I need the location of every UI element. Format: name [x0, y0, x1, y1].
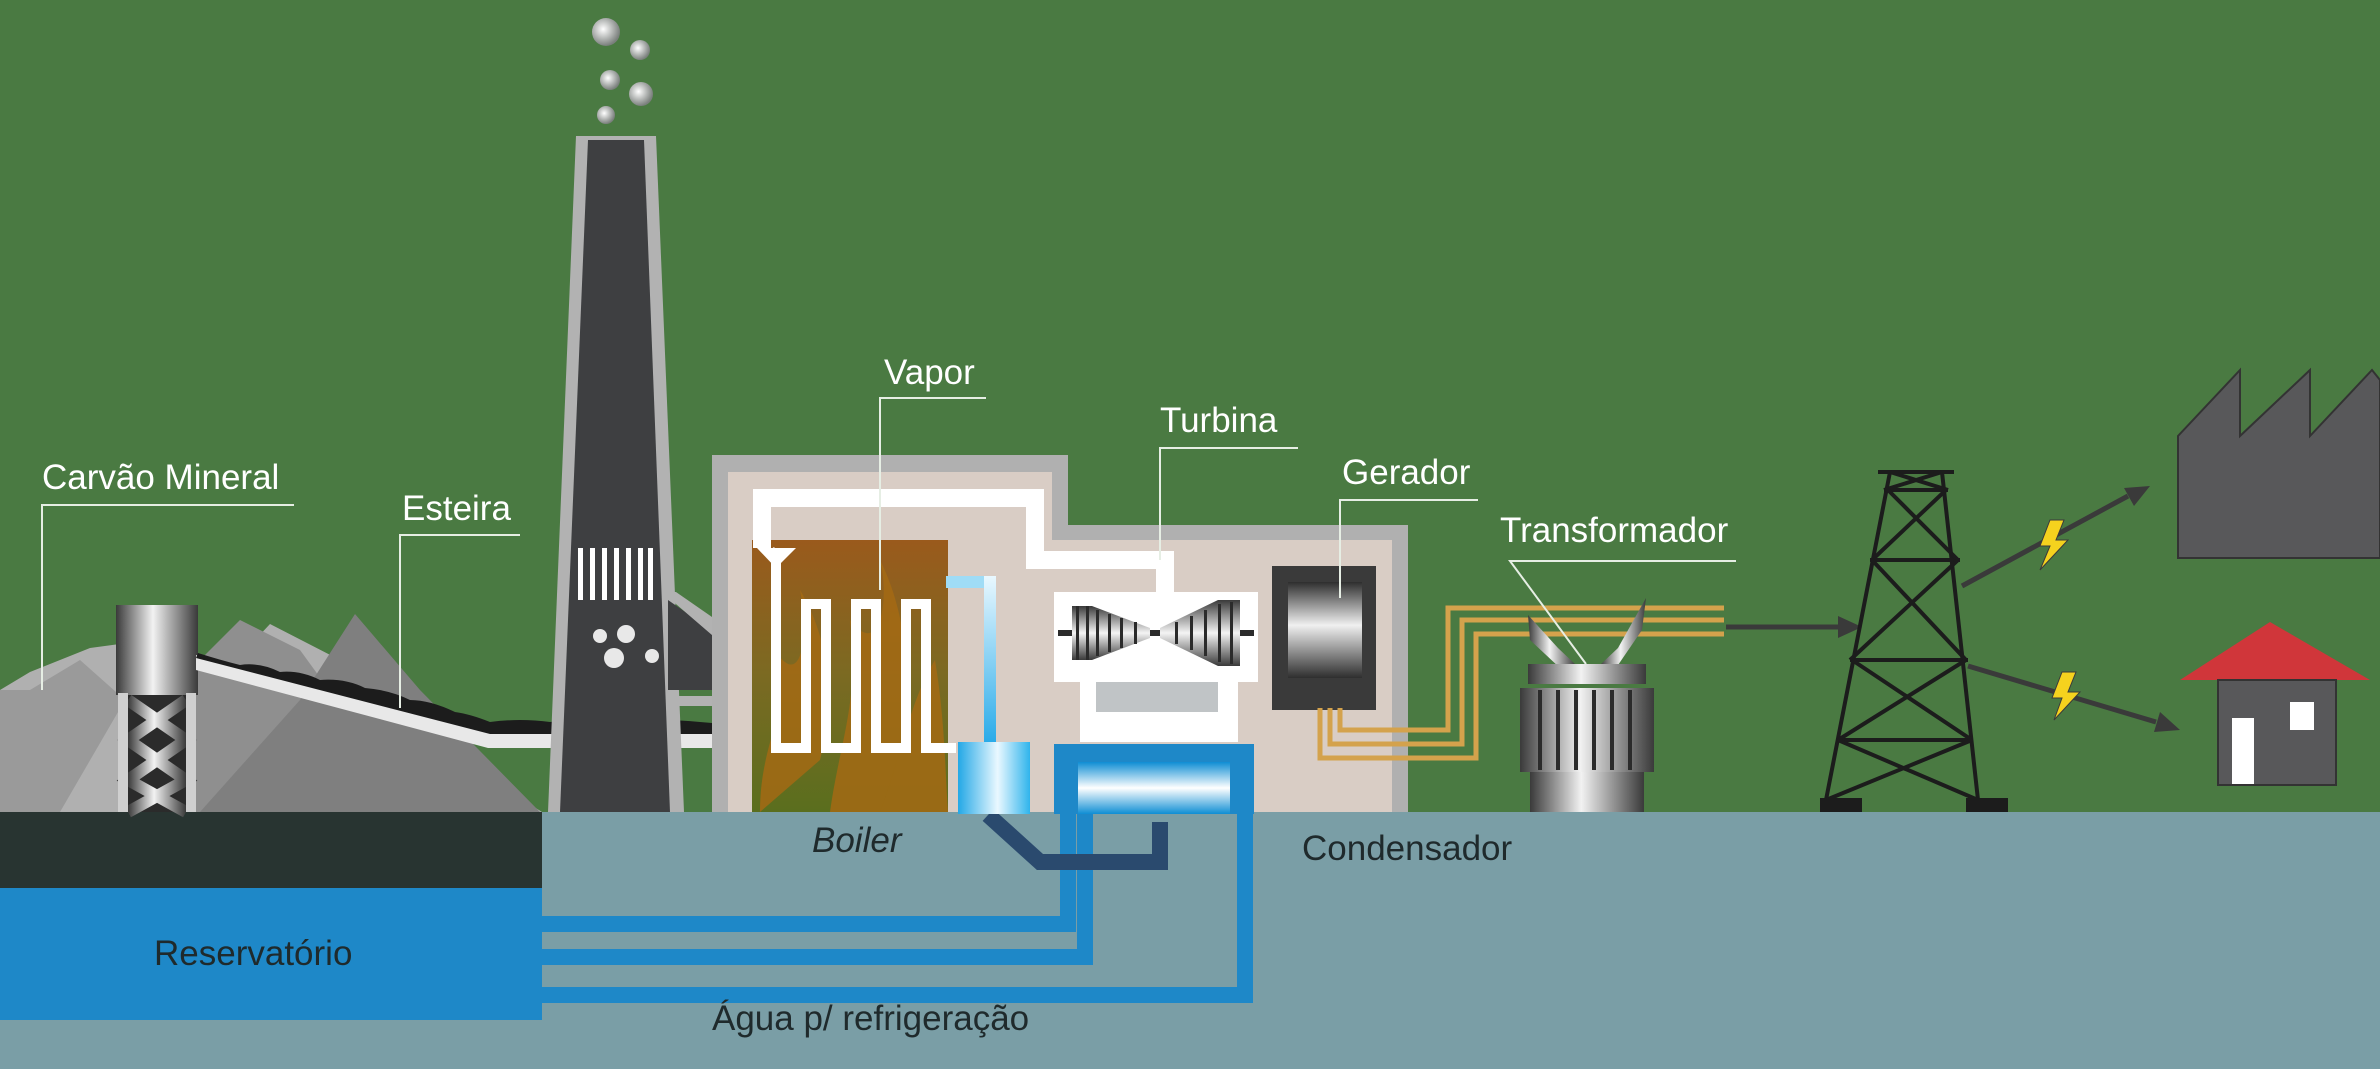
label-boiler: Boiler [812, 821, 903, 860]
turbine-icon [1054, 592, 1258, 742]
label-esteira: Esteira [402, 489, 511, 528]
generator-icon [1272, 566, 1376, 710]
tower-base-left [1820, 798, 1862, 812]
lightning-bolt-icon [2051, 671, 2082, 721]
transformer-icon [1520, 598, 1654, 812]
label-carvao-mineral: Carvão Mineral [42, 458, 279, 497]
label-gerador: Gerador [1342, 453, 1471, 492]
condenser [1054, 744, 1254, 814]
label-condensador: Condensador [1302, 829, 1512, 868]
chimney-icon [548, 136, 748, 812]
coal-lift [116, 605, 198, 818]
label-agua-refrigeracao: Água p/ refrigeração [712, 999, 1029, 1038]
boiler [752, 540, 956, 812]
label-reservatorio: Reservatório [154, 934, 352, 973]
label-transformador: Transformador [1500, 511, 1729, 550]
feedwater-pipe [946, 576, 1030, 814]
label-vapor: Vapor [884, 353, 975, 392]
tower-base-right [1966, 798, 2008, 812]
steam-pipe [753, 489, 1174, 600]
smoke-icon [592, 18, 653, 124]
lightning-bolt-icon [2039, 519, 2070, 571]
condenser-drain-pipe [982, 809, 1168, 870]
transmission-tower-icon [1824, 470, 1980, 802]
leader-lines [41, 397, 1736, 708]
label-turbina: Turbina [1160, 401, 1278, 440]
reservoir [0, 888, 542, 1020]
conveyor-belt [196, 653, 748, 748]
output-arrow [1726, 616, 1862, 638]
coal-ground [0, 812, 542, 888]
factory-icon [2177, 367, 2380, 559]
power-cables [1317, 605, 1724, 761]
house-icon [2180, 622, 2370, 786]
